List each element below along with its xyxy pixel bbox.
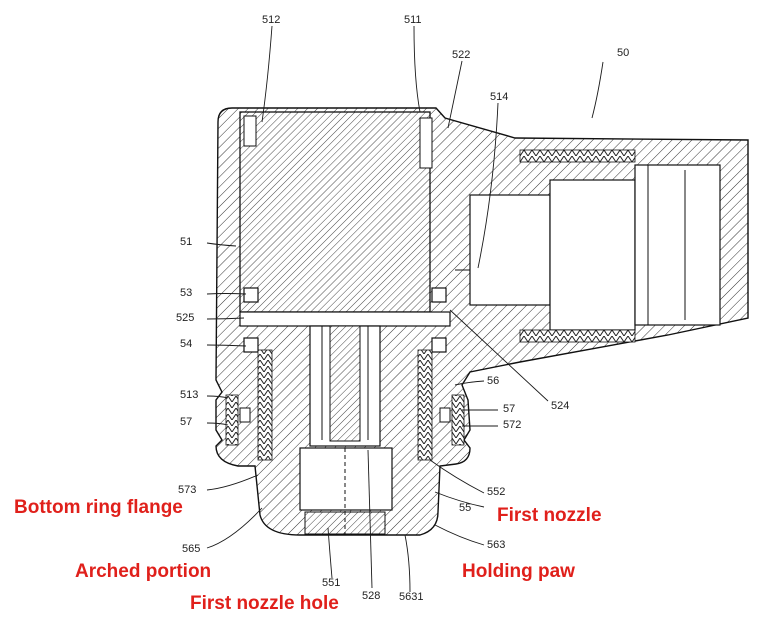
nozzle-cavity (299, 447, 393, 535)
ref-512: 512 (262, 14, 281, 26)
ref-525: 525 (176, 312, 195, 324)
outlet-bore (455, 149, 721, 343)
callout-bottom-ring-flange: Bottom ring flange (14, 497, 183, 518)
ref-514: 514 (490, 91, 509, 103)
threaded-sleeve (225, 349, 465, 461)
ref-50: 50 (617, 47, 630, 59)
callout-first-nozzle: First nozzle (497, 505, 602, 526)
nozzle-stem (309, 325, 381, 447)
ref-565: 565 (182, 543, 201, 555)
ref-552: 552 (487, 486, 506, 498)
ref-573: 573 (178, 484, 197, 496)
ref-55: 55 (459, 502, 472, 514)
o-rings (243, 287, 447, 353)
ref-53: 53 (180, 287, 193, 299)
ref-54: 54 (180, 338, 193, 350)
ref-513: 513 (180, 389, 199, 401)
ref-572: 572 (503, 419, 522, 431)
ref-511: 511 (404, 14, 422, 26)
ref-528: 528 (362, 590, 381, 602)
ref-563: 563 (487, 539, 506, 551)
ref-524: 524 (551, 400, 570, 412)
callout-arched-portion: Arched portion (75, 561, 212, 582)
upper-cap (239, 111, 433, 313)
ref-5631: 5631 (399, 591, 424, 603)
ref-551: 551 (322, 577, 341, 589)
ref-56: 56 (487, 375, 500, 387)
callout-first-nozzle-hole: First nozzle hole (190, 593, 339, 614)
leader-lines (206, 25, 604, 593)
ref-57-right: 57 (503, 403, 516, 415)
ref-522: 522 (452, 49, 471, 61)
ref-57-left: 57 (180, 416, 193, 428)
callout-holding-paw: Holding paw (462, 561, 575, 582)
ref-51: 51 (180, 236, 193, 248)
separator-plate (239, 311, 451, 327)
